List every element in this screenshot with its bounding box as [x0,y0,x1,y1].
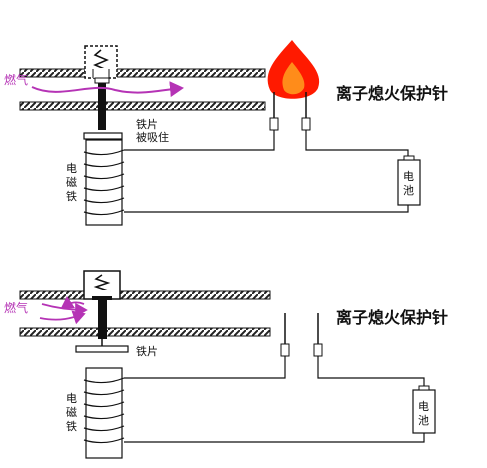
top-gas-label: 燃气 [4,72,28,87]
bottom-gas-arrow-lower [39,310,86,325]
top-electromagnet-coil [83,149,125,216]
top-coil-label-3: 铁 [66,190,77,203]
top-battery-label-2: 池 [403,184,414,197]
bottom-title: 离子熄火保护针 [336,308,448,327]
bottom-pipe-lower-wall [19,327,271,337]
bottom-electromagnet-coil [83,377,125,444]
top-coil-label-1: 电 [66,162,77,175]
top-gas-flow-arrow [31,81,184,98]
top-title: 离子熄火保护针 [336,84,448,103]
top-iron-plate [83,132,123,140]
bottom-coil-label-2: 磁 [66,406,77,419]
bottom-gas-arrow-upper [60,296,85,309]
flame-icon [267,40,320,99]
top-wire-right [305,130,409,160]
top-wire-left [124,130,275,151]
top-valve-stem [98,80,106,130]
bottom-valve-stem [98,299,107,339]
bottom-wire-bottom [124,433,425,443]
top-battery-label-1: 电 [403,170,414,183]
bottom-iron-plate [75,345,129,353]
top-iron-label-2: 被吸住 [136,130,169,144]
top-pipe-lower-wall [19,101,266,111]
bottom-valve-disc [92,296,112,300]
top-coil-label-2: 磁 [66,176,77,189]
bottom-coil-label-3: 铁 [66,420,77,433]
top-diagram: 燃气 铁片 被吸住 电 磁 铁 电 池 离子熄火保护针 [4,40,448,226]
top-iron-label-1: 铁片 [136,118,158,131]
bottom-wire-left [124,356,286,379]
bottom-coil-label-1: 电 [66,392,77,405]
top-pipe-upper-wall [19,68,266,78]
bottom-wire-right [317,356,425,388]
top-wire-bottom [124,205,409,213]
bottom-battery-label-1: 电 [418,400,429,413]
bottom-pipe-upper-wall [19,290,271,300]
bottom-iron-label: 铁片 [136,345,158,358]
bottom-battery-label-2: 池 [418,414,429,427]
bottom-diagram: 燃气 铁片 电 磁 铁 电 池 离子熄火保护针 [4,270,448,459]
bottom-gas-arrow-mid [41,302,88,318]
bottom-gas-label: 燃气 [4,300,28,315]
